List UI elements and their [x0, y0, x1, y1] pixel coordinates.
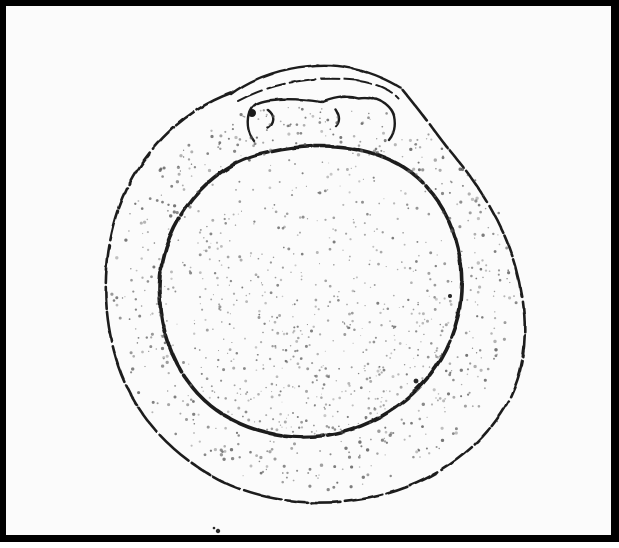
sketch-drawing	[6, 6, 619, 548]
inner-body-outline	[159, 146, 461, 437]
cap-lid	[248, 96, 395, 141]
body-stipple	[164, 159, 452, 436]
stray-ink-marks	[213, 294, 452, 533]
cap-dot	[248, 109, 256, 117]
